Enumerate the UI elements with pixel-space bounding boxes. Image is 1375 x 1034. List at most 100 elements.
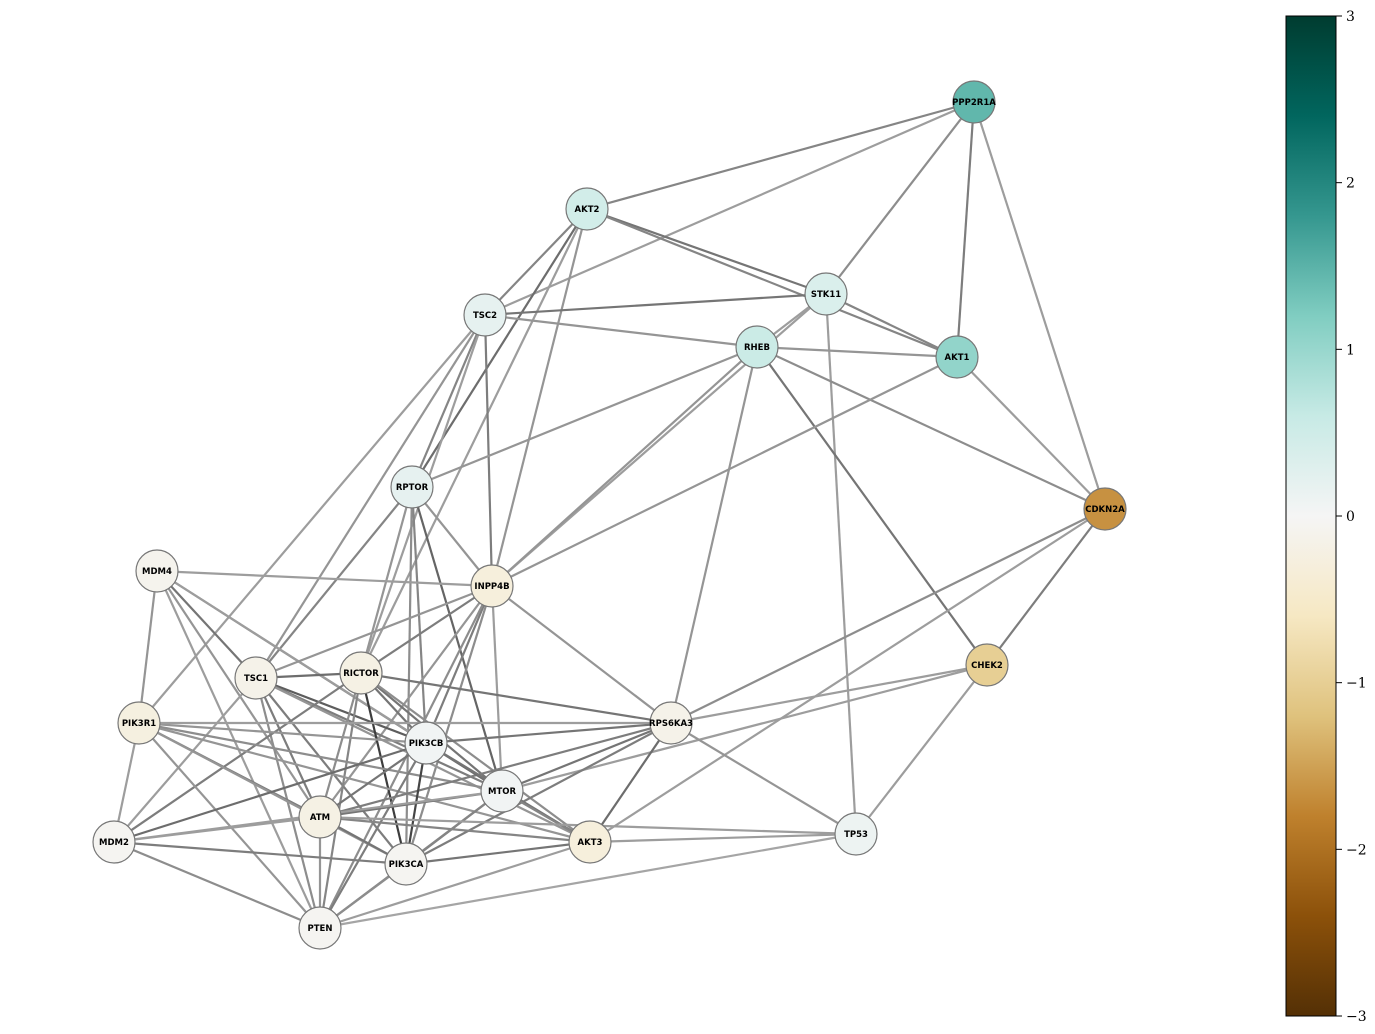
node-circle — [480, 769, 524, 813]
edge-inpp4b-mtor — [490, 585, 504, 792]
node-circle — [649, 701, 693, 745]
edge-tsc2-inpp4b — [483, 314, 494, 587]
edge-rheb-akt1 — [756, 345, 958, 359]
node-label: TSC1 — [244, 674, 268, 684]
node-akt2[interactable]: AKT2 — [565, 187, 609, 231]
edge-rictor-akt3 — [360, 672, 591, 843]
edge-atm-mdm2 — [113, 815, 321, 844]
node-mdm2[interactable]: MDM2 — [92, 820, 136, 864]
node-rps6ka3[interactable]: RPS6KA3 — [649, 701, 693, 745]
edge-tsc2-pik3r1 — [138, 314, 486, 724]
node-stk11[interactable]: STK11 — [804, 272, 848, 316]
edge-rictor-atm — [318, 672, 363, 818]
edge-tsc2-rheb — [484, 313, 758, 349]
node-mdm4[interactable]: MDM4 — [135, 549, 179, 593]
edge-akt2-inpp4b — [490, 208, 589, 587]
edge-rptor-pik3ca — [404, 486, 414, 865]
edge-mdm2-pten — [113, 840, 321, 930]
node-circle — [234, 656, 278, 700]
edge-inpp4b-rps6ka3 — [491, 585, 672, 724]
node-tsc2[interactable]: TSC2 — [463, 293, 507, 337]
node-circle — [804, 272, 848, 316]
edge-rptor-rictor — [359, 486, 414, 674]
node-rptor[interactable]: RPTOR — [390, 465, 434, 509]
node-label: CDKN2A — [1085, 505, 1125, 515]
edge-tsc1-pten — [254, 677, 322, 929]
node-pik3ca[interactable]: PIK3CA — [384, 842, 428, 886]
node-cdkn2a[interactable]: CDKN2A — [1083, 487, 1127, 531]
edge-rictor-mdm2 — [113, 672, 362, 843]
edge-pik3r1-mtor — [138, 721, 503, 793]
edge-akt3-pten — [319, 840, 591, 930]
node-circle — [135, 549, 179, 593]
node-tsc1[interactable]: TSC1 — [234, 656, 278, 700]
edge-rps6ka3-atm — [319, 721, 672, 819]
edge-rictor-pten — [318, 672, 363, 929]
edge-tsc1-pik3ca — [255, 677, 407, 865]
edge-akt1-cdkn2a — [956, 356, 1106, 510]
node-mtor[interactable]: MTOR — [480, 769, 524, 813]
edge-ppp2r1a-cdkn2a — [972, 101, 1107, 510]
edge-ppp2r1a-stk11 — [825, 101, 975, 295]
node-label: TP53 — [844, 830, 868, 840]
edge-rheb-rps6ka3 — [669, 346, 759, 724]
node-circle — [834, 812, 878, 856]
node-pten[interactable]: PTEN — [298, 906, 342, 950]
edge-akt2-tsc2 — [484, 208, 588, 316]
colorbar-tick-label: −2 — [1346, 842, 1367, 858]
node-label: RICTOR — [343, 669, 379, 679]
node-circle — [384, 842, 428, 886]
node-atm[interactable]: ATM — [298, 795, 342, 839]
colorbar-tick-label: 0 — [1346, 509, 1355, 525]
edge-akt2-stk11 — [586, 207, 827, 296]
edge-rheb-rptor — [411, 345, 758, 489]
edge-rps6ka3-tp53 — [670, 722, 857, 835]
colorbar-gradient — [1285, 15, 1337, 1017]
node-circle — [404, 721, 448, 765]
node-label: AKT2 — [575, 205, 600, 215]
edge-mdm4-atm — [156, 570, 321, 818]
node-circle — [470, 564, 514, 608]
node-label: PTEN — [308, 924, 333, 934]
node-label: RPTOR — [396, 483, 429, 493]
node-circle — [298, 795, 342, 839]
edge-akt3-pik3ca — [405, 840, 591, 866]
node-pik3cb[interactable]: PIK3CB — [404, 721, 448, 765]
edge-layer — [112, 100, 1107, 930]
edge-tsc1-mdm2 — [113, 677, 257, 843]
node-label: PIK3R1 — [122, 719, 156, 729]
node-inpp4b[interactable]: INPP4B — [470, 564, 514, 608]
edge-rps6ka3-akt3 — [589, 722, 672, 843]
node-circle — [117, 701, 161, 745]
node-tp53[interactable]: TP53 — [834, 812, 878, 856]
node-circle — [735, 325, 779, 369]
edge-stk11-tsc2 — [484, 292, 827, 317]
edge-pik3cb-pten — [319, 742, 427, 929]
node-circle — [1083, 487, 1127, 531]
edge-akt2-rptor — [411, 208, 588, 488]
node-circle — [568, 820, 612, 864]
node-circle — [339, 651, 383, 695]
colorbar-tick-label: 3 — [1346, 9, 1355, 25]
node-pik3r1[interactable]: PIK3R1 — [117, 701, 161, 745]
node-rictor[interactable]: RICTOR — [339, 651, 383, 695]
node-rheb[interactable]: RHEB — [735, 325, 779, 369]
colorbar-tick-label: −1 — [1346, 676, 1367, 692]
node-akt1[interactable]: AKT1 — [935, 335, 979, 379]
node-ppp2r1a[interactable]: PPP2R1A — [952, 80, 996, 124]
edge-inpp4b-rictor — [360, 585, 493, 674]
node-akt3[interactable]: AKT3 — [568, 820, 612, 864]
edge-tsc1-pik3cb — [255, 676, 427, 745]
edge-ppp2r1a-akt2 — [586, 100, 975, 211]
edge-mdm2-pik3ca — [113, 840, 407, 866]
node-label: STK11 — [811, 290, 841, 300]
edge-pten-tp53 — [319, 832, 857, 930]
edge-rptor-mtor — [410, 486, 504, 792]
node-label: PIK3CA — [389, 860, 424, 870]
node-chek2[interactable]: CHEK2 — [965, 643, 1009, 687]
edge-mdm4-pik3r1 — [137, 570, 159, 724]
node-label: ATM — [310, 813, 330, 823]
edge-rps6ka3-mtor — [501, 721, 672, 793]
